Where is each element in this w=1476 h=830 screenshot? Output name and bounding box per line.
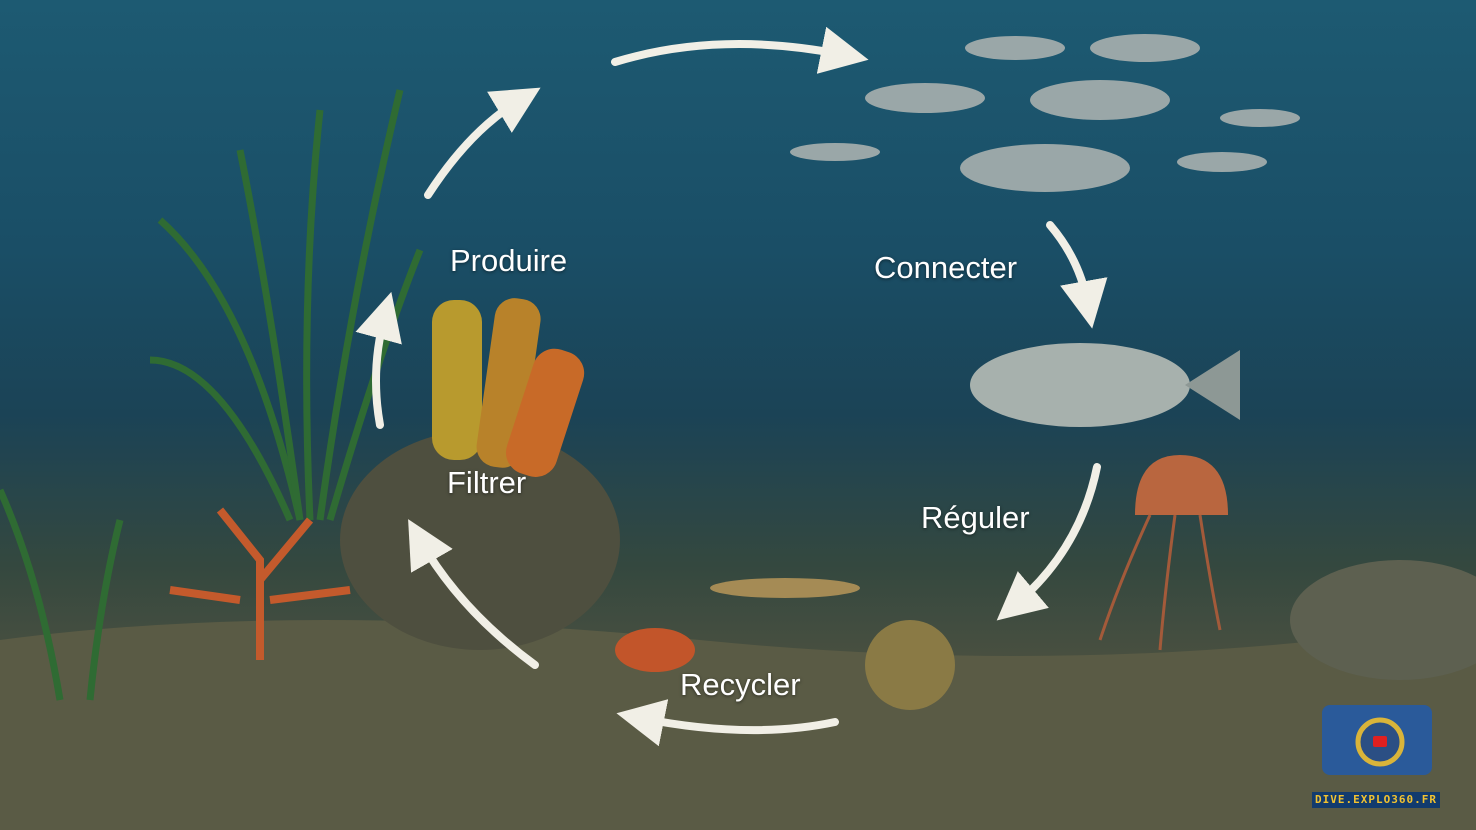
label-filtrer: Filtrer <box>447 465 527 500</box>
sponges <box>432 298 585 477</box>
label-connecter: Connecter <box>874 250 1018 285</box>
coral <box>169 507 351 660</box>
rock-right <box>1290 560 1476 680</box>
worm <box>710 578 860 598</box>
sea-urchin <box>865 620 955 710</box>
fish-school <box>790 34 1300 427</box>
seagrass <box>0 89 424 701</box>
rock-mound <box>340 430 620 650</box>
jellyfish <box>1098 455 1228 651</box>
seabed <box>0 620 1476 830</box>
dive-explo360-logo <box>1322 705 1432 775</box>
label-recycler: Recycler <box>680 667 801 702</box>
crab <box>615 628 695 672</box>
logo-text: DIVE.EXPLO360.FR <box>1312 792 1440 808</box>
label-reguler: Réguler <box>921 500 1030 535</box>
cycle-arrows <box>355 26 1108 747</box>
label-produire: Produire <box>450 243 568 278</box>
